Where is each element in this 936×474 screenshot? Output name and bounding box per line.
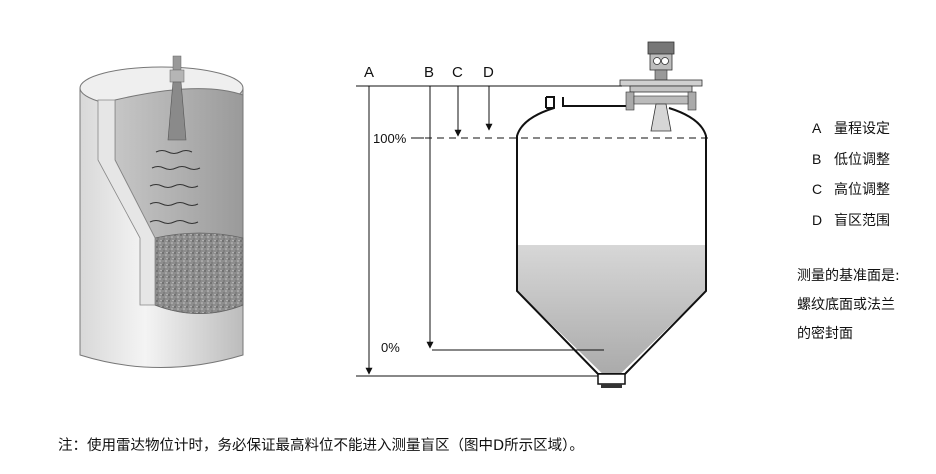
legend-item: B 低位调整 [812,145,890,176]
legend-item: C 高位调整 [812,175,890,206]
legend-key: D [812,211,823,228]
radar-transmitter [619,41,703,132]
cutaway-tank [79,55,244,368]
footnote: 注：使用雷达物位计时，务必保证最高料位不能进入测量盲区（图中D所示区域）。 [58,438,584,454]
marker-A: A [364,64,374,81]
reference-surface-note: 测量的基准面是: 螺纹底面或法兰 的密封面 [797,262,932,349]
legend-text: 高位调整 [834,182,890,198]
label-100-percent: 100% [373,131,407,146]
legend: A 量程设定 B 低位调整 C 高位调整 D 盲区范围 [812,114,890,236]
legend-key: C [812,181,823,197]
legend-item: D 盲区范围 [812,206,890,237]
silo-diagram: A B C D 100% 0% [356,41,710,388]
reference-note-line: 的密封面 [797,326,853,342]
legend-text: 低位调整 [834,151,890,168]
legend-key: A [812,120,822,136]
legend-text: 盲区范围 [834,212,890,229]
marker-C: C [452,64,463,81]
reference-note-line: 螺纹底面或法兰 [797,297,895,313]
marker-D: D [483,64,494,81]
legend-item: A 量程设定 [812,114,890,145]
reference-note-line: 测量的基准面是: [797,268,900,284]
label-0-percent: 0% [381,340,400,355]
legend-text: 量程设定 [834,121,890,137]
legend-key: B [812,150,822,167]
marker-B: B [424,64,434,81]
